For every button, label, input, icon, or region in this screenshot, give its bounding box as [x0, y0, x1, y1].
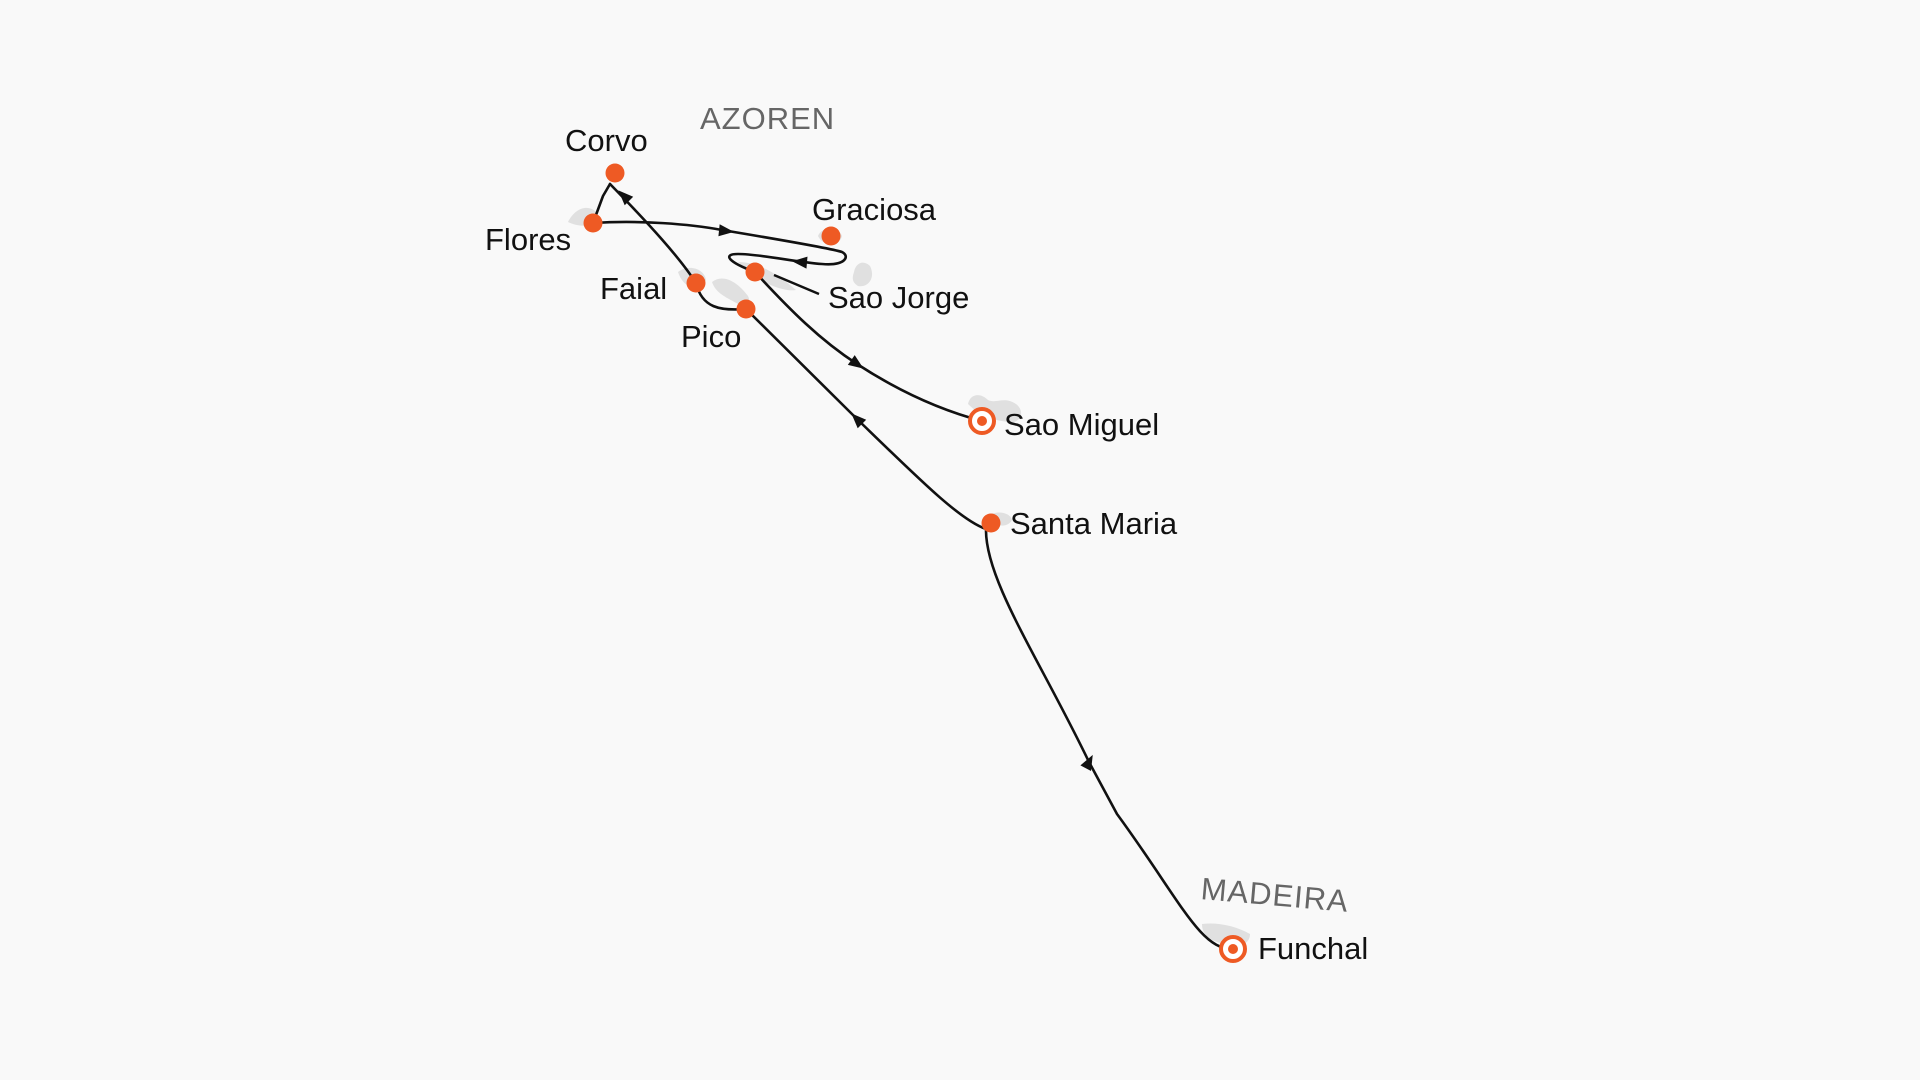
arrow-icon	[618, 190, 634, 206]
arrow-icon	[718, 224, 734, 237]
port-marker-flores[interactable]	[583, 213, 603, 233]
port-marker-sao-jorge[interactable]	[745, 262, 765, 282]
arrow-icon	[792, 256, 808, 269]
direction-arrows	[618, 190, 1093, 771]
arrow-icon	[851, 413, 867, 429]
region-label-azoren: AZOREN	[700, 101, 836, 136]
port-label-sao-miguel[interactable]: Sao Miguel	[1004, 407, 1160, 442]
island-terceira	[852, 262, 873, 287]
port-label-flores[interactable]: Flores	[485, 222, 572, 257]
arrow-icon	[1080, 754, 1093, 771]
island-pico	[712, 278, 750, 306]
route-flores-graciosa-sao-jorge	[591, 220, 847, 274]
port-markers	[583, 163, 1247, 963]
port-label-santa-maria[interactable]: Santa Maria	[1010, 506, 1178, 541]
port-marker-sao-miguel[interactable]	[968, 407, 996, 435]
port-marker-funchal[interactable]	[1219, 935, 1247, 963]
arrow-icon	[847, 355, 864, 369]
port-marker-corvo[interactable]	[605, 163, 625, 183]
port-label-funchal[interactable]: Funchal	[1258, 931, 1369, 966]
island-sao-miguel	[968, 395, 1022, 422]
port-label-graciosa[interactable]: Graciosa	[812, 192, 937, 227]
port-marker-graciosa[interactable]	[821, 226, 841, 246]
route-santa-maria-pico	[744, 307, 988, 531]
port-marker-santa-maria[interactable]	[981, 513, 1001, 533]
sao-jorge-leader-line	[773, 273, 820, 296]
port-label-sao-jorge[interactable]: Sao Jorge	[828, 280, 970, 315]
port-label-pico[interactable]: Pico	[681, 319, 742, 354]
port-label-faial[interactable]: Faial	[600, 271, 668, 306]
route-funchal-santa-maria	[984, 527, 1235, 951]
route-corvo-flores	[591, 182, 612, 225]
port-label-corvo[interactable]: Corvo	[565, 123, 648, 158]
port-marker-pico[interactable]	[736, 299, 756, 319]
port-marker-faial[interactable]	[686, 273, 706, 293]
